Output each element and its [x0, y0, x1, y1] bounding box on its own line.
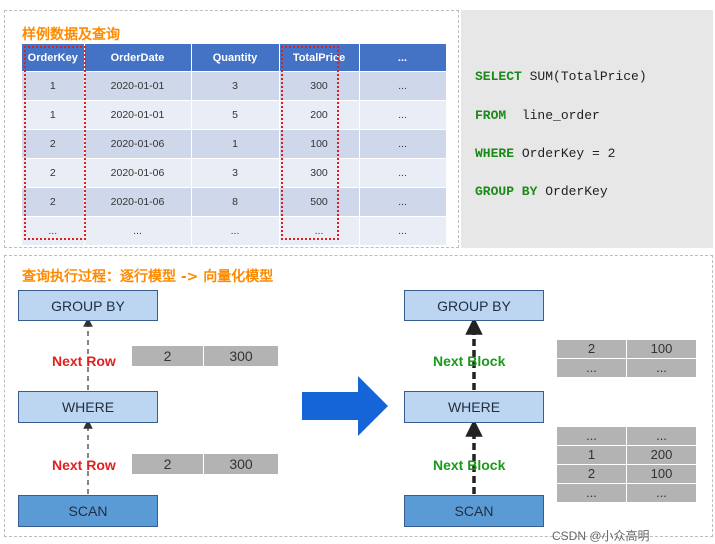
- table-header-row: OrderKey OrderDate Quantity TotalPrice .…: [22, 44, 447, 72]
- table-cell: ...: [359, 158, 447, 188]
- sql-group-line: GROUP BY OrderKey: [475, 184, 608, 199]
- row-groupby-box: GROUP BY: [18, 290, 158, 321]
- table-cell: 200: [279, 100, 360, 130]
- execution-process-panel: [4, 255, 713, 537]
- sql-text: OrderKey: [537, 184, 608, 199]
- table-cell: ...: [191, 216, 280, 245]
- row-lower-value-key: 2: [132, 454, 204, 474]
- orderkey-highlight: [24, 46, 86, 240]
- column-header-more: ...: [359, 44, 447, 72]
- block-groupby-box: GROUP BY: [404, 290, 544, 321]
- column-header-orderdate: OrderDate: [84, 44, 192, 72]
- table-cell: ...: [84, 216, 192, 245]
- sql-keyword: WHERE: [475, 146, 515, 161]
- sql-keyword: GROUP BY: [475, 184, 538, 199]
- column-header-quantity: Quantity: [191, 44, 280, 72]
- block-cell: ...: [557, 359, 627, 378]
- table-cell: 1: [191, 129, 280, 159]
- table-cell: 5: [191, 100, 280, 130]
- block-cell: 100: [627, 465, 697, 484]
- transition-arrow-icon: [302, 376, 388, 436]
- sample-data-panel: [4, 10, 459, 248]
- table-row: 2 2020-01-06 1 100 ...: [22, 129, 447, 159]
- block-where-box: WHERE: [404, 391, 544, 423]
- sql-text: SUM(TotalPrice): [521, 69, 647, 84]
- table-cell: ...: [359, 129, 447, 159]
- block-cell: 2: [557, 465, 627, 484]
- column-header-orderkey: OrderKey: [22, 44, 85, 72]
- block-cell: ...: [557, 484, 627, 503]
- totalprice-highlight: [281, 46, 339, 240]
- table-cell: 8: [191, 187, 280, 217]
- table-row: 2 2020-01-06 8 500 ...: [22, 187, 447, 217]
- table-cell: ...: [22, 216, 85, 245]
- sql-keyword: FROM: [475, 108, 507, 123]
- block-cell: 100: [627, 340, 697, 359]
- table-cell: ...: [279, 216, 360, 245]
- table-cell: 1: [22, 71, 85, 101]
- row-lower-label: Next Row: [52, 457, 116, 473]
- block-lower-label: Next Block: [433, 457, 506, 473]
- execution-process-title: 查询执行过程：逐行模型 -> 向量化模型: [22, 269, 274, 285]
- sql-from-line: FROM line_order: [475, 108, 600, 123]
- block-cell: ...: [627, 484, 697, 503]
- table-row: 2 2020-01-06 3 300 ...: [22, 158, 447, 188]
- sample-data-table: OrderKey OrderDate Quantity TotalPrice .…: [22, 44, 447, 245]
- row-upper-value-price: 300: [204, 346, 278, 366]
- table-cell: ...: [359, 187, 447, 217]
- table-cell: 2020-01-01: [84, 71, 192, 101]
- block-upper-label: Next Block: [433, 353, 506, 369]
- sample-data-title: 样例数据及查询: [22, 27, 120, 43]
- table-cell: 2020-01-06: [84, 129, 192, 159]
- row-scan-box: SCAN: [18, 495, 158, 527]
- table-cell: 2020-01-06: [84, 158, 192, 188]
- block-cell: 2: [557, 340, 627, 359]
- sql-select-line: SELECT SUM(TotalPrice): [475, 69, 647, 84]
- block-lower-data: ... ... 1 200 2 100 ... ...: [557, 427, 697, 503]
- block-cell: 1: [557, 446, 627, 465]
- block-upper-data: 2 100 ... ...: [557, 340, 697, 378]
- table-row: 1 2020-01-01 5 200 ...: [22, 100, 447, 130]
- block-cell: ...: [627, 359, 697, 378]
- table-cell: 2: [22, 129, 85, 159]
- block-scan-box: SCAN: [404, 495, 544, 527]
- table-cell: 3: [191, 71, 280, 101]
- sql-keyword: SELECT: [475, 69, 522, 84]
- table-row: 1 2020-01-01 3 300 ...: [22, 71, 447, 101]
- sql-text: OrderKey = 2: [514, 146, 616, 161]
- table-cell: 2: [22, 158, 85, 188]
- table-cell: 1: [22, 100, 85, 130]
- table-row: ... ... ... ... ...: [22, 216, 447, 245]
- table-cell: 2: [22, 187, 85, 217]
- row-upper-value-key: 2: [132, 346, 204, 366]
- table-cell: ...: [359, 100, 447, 130]
- column-header-totalprice: TotalPrice: [279, 44, 360, 72]
- table-cell: 3: [191, 158, 280, 188]
- row-where-box: WHERE: [18, 391, 158, 423]
- sql-text: line_order: [506, 108, 600, 123]
- table-cell: 100: [279, 129, 360, 159]
- block-cell: ...: [557, 427, 627, 446]
- sql-query-panel: SELECT SUM(TotalPrice) FROM line_order W…: [461, 10, 713, 248]
- table-cell: 2020-01-01: [84, 100, 192, 130]
- table-cell: 300: [279, 158, 360, 188]
- sql-where-line: WHERE OrderKey = 2: [475, 146, 615, 161]
- table-cell: ...: [359, 216, 447, 245]
- row-lower-value-price: 300: [204, 454, 278, 474]
- table-cell: 300: [279, 71, 360, 101]
- table-cell: ...: [359, 71, 447, 101]
- table-cell: 500: [279, 187, 360, 217]
- block-cell: ...: [627, 427, 697, 446]
- table-cell: 2020-01-06: [84, 187, 192, 217]
- block-cell: 200: [627, 446, 697, 465]
- watermark: CSDN @小众高明: [552, 529, 650, 543]
- row-upper-label: Next Row: [52, 353, 116, 369]
